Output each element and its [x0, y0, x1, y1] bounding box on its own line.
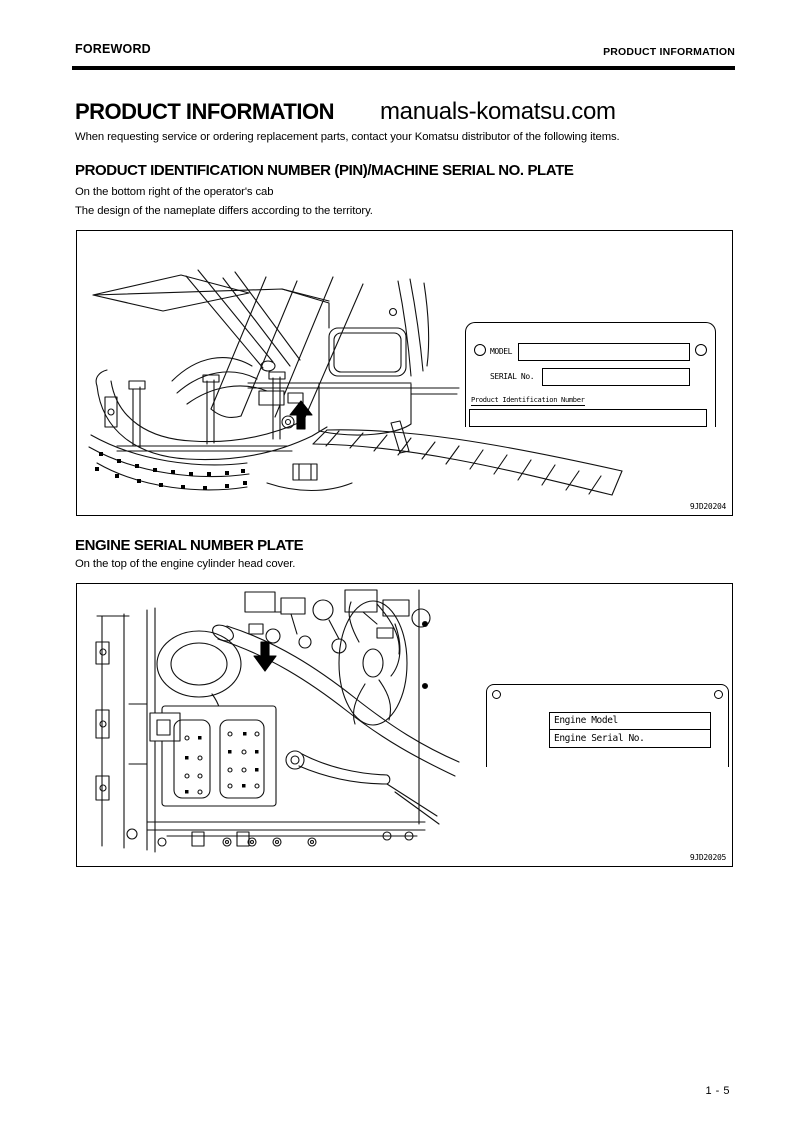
engine-serial-label: Engine Serial No. — [550, 729, 710, 747]
title-row: PRODUCT INFORMATION manuals-komatsu.com — [75, 98, 616, 126]
section1-heading: PRODUCT IDENTIFICATION NUMBER (PIN)/MACH… — [75, 162, 574, 179]
figure-code: 9JD20205 — [689, 853, 726, 862]
pin-label: Product Identification Number — [471, 396, 585, 406]
swing-circle-bolts — [95, 452, 247, 490]
serial-value-box — [542, 368, 690, 386]
model-label: MODEL — [490, 347, 513, 356]
pin-nameplate: MODEL SERIAL No. Product Identification … — [465, 322, 716, 427]
header-left-label: FOREWORD — [75, 42, 151, 56]
watermark-text: manuals-komatsu.com — [379, 98, 616, 125]
engine-model-label: Engine Model — [554, 715, 618, 726]
mounting-hole-right — [695, 344, 707, 356]
section1-line2: The design of the nameplate differs acco… — [75, 205, 373, 217]
section2-heading: ENGINE SERIAL NUMBER PLATE — [75, 537, 304, 554]
location-arrow-icon — [290, 401, 312, 429]
mounting-hole-left — [474, 344, 486, 356]
mounting-hole-left — [492, 690, 501, 699]
engine-line-drawing — [77, 584, 732, 866]
excavator-line-drawing — [77, 231, 732, 515]
location-arrow-icon — [254, 642, 276, 671]
figure-engine-serial-plate: Engine Model Engine Serial No. 9JD20205 — [76, 583, 733, 867]
header-right-label: PRODUCT INFORMATION — [603, 46, 735, 58]
page-number: 1 - 5 — [705, 1085, 730, 1097]
section2-line1: On the top of the engine cylinder head c… — [75, 558, 296, 570]
intro-paragraph: When requesting service or ordering repl… — [75, 131, 620, 143]
header-rule — [72, 66, 735, 70]
serial-label: SERIAL No. — [490, 372, 535, 381]
model-value-box — [518, 343, 690, 361]
mounting-hole-right — [714, 690, 723, 699]
page-title: PRODUCT INFORMATION — [75, 99, 334, 124]
pin-value-box — [469, 409, 707, 427]
figure-code: 9JD20204 — [689, 502, 726, 511]
section1-line1: On the bottom right of the operator's ca… — [75, 186, 274, 198]
engine-nameplate: Engine Model Engine Serial No. — [486, 684, 729, 767]
engine-plate-fields: Engine Model Engine Serial No. — [549, 712, 711, 748]
head-cover-bolts — [185, 732, 259, 794]
figure-machine-serial-plate: MODEL SERIAL No. Product Identification … — [76, 230, 733, 516]
